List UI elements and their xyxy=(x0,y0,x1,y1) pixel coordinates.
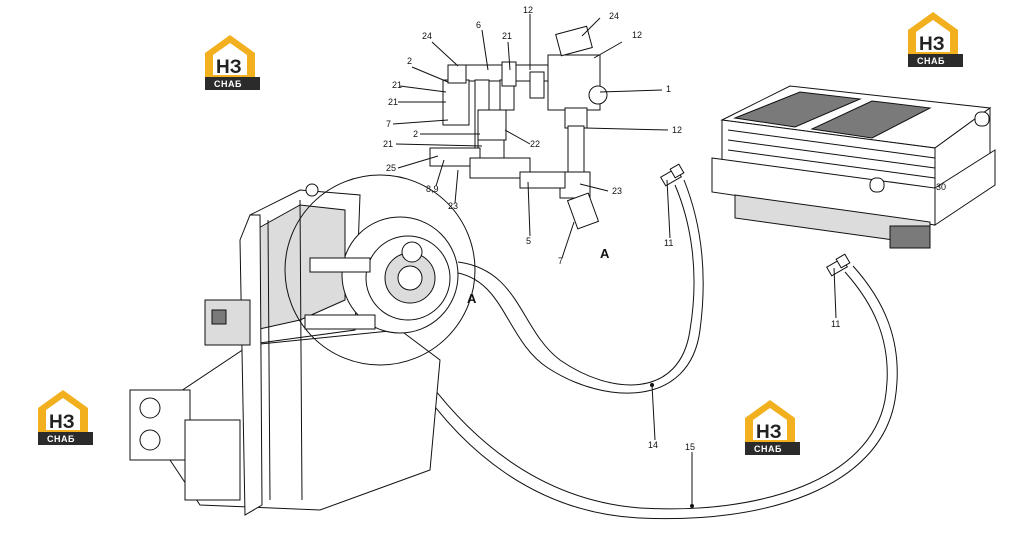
pipe-assembly xyxy=(429,25,608,230)
callout-label: 7 xyxy=(558,256,563,266)
logo-main-text: НЗ xyxy=(49,412,75,433)
logo-main-text: НЗ xyxy=(216,57,242,78)
fitting-11-upper xyxy=(660,163,685,187)
callout-label: 30 xyxy=(936,182,946,192)
callout-label: 1 xyxy=(666,84,671,94)
logo-sub-text: СНАБ xyxy=(754,444,782,454)
brand-logo: НЗ СНАБ xyxy=(38,390,93,445)
oil-cooler xyxy=(711,85,996,249)
callout-dot-15 xyxy=(690,504,694,508)
callout-label: A xyxy=(467,291,477,306)
callout-label: 5 xyxy=(526,236,531,246)
callout-label: 2 xyxy=(407,56,412,66)
callout-label: 21 xyxy=(383,139,393,149)
brand-logo: НЗ СНАБ xyxy=(745,400,800,455)
callout-label: 8,9 xyxy=(426,184,439,194)
callout-label: 22 xyxy=(530,139,540,149)
logo-sub-text: СНАБ xyxy=(917,56,945,66)
callout-label: 21 xyxy=(388,97,398,107)
callout-label: 23 xyxy=(612,186,622,196)
callout-dot-14 xyxy=(650,383,654,387)
callout-label: 21 xyxy=(502,31,512,41)
fitting-11-lower xyxy=(826,253,851,277)
callout-label: A xyxy=(600,246,610,261)
brand-logo: НЗ СНАБ xyxy=(205,35,260,90)
callout-label: 23 xyxy=(448,201,458,211)
callout-label: 12 xyxy=(672,125,682,135)
callout-label: 25 xyxy=(386,163,396,173)
callout-label: 24 xyxy=(422,31,432,41)
callout-label: 11 xyxy=(831,319,840,329)
leader-lines xyxy=(392,14,837,508)
callout-label: 14 xyxy=(648,440,658,450)
logo-main-text: НЗ xyxy=(756,422,782,443)
logo-sub-text: СНАБ xyxy=(47,434,75,444)
logo-main-text: НЗ xyxy=(919,34,945,55)
hose-14 xyxy=(451,179,704,394)
callout-label: 6 xyxy=(476,20,481,30)
callout-label: 21 xyxy=(392,80,402,90)
callout-label: 15 xyxy=(685,442,695,452)
brand-logo: НЗ СНАБ xyxy=(908,12,963,67)
callout-label: 12 xyxy=(632,30,642,40)
logo-sub-text: СНАБ xyxy=(214,79,242,89)
callout-label: 11 xyxy=(664,238,673,248)
callout-label: 7 xyxy=(386,119,391,129)
callout-label: 2 xyxy=(413,129,418,139)
hose-15 xyxy=(413,265,898,520)
callout-labels: 12 24 6 21 24 12 2 1 21 21 7 12 2 22 21 … xyxy=(383,5,946,452)
transmission xyxy=(129,183,459,516)
callout-label: 12 xyxy=(523,5,533,15)
detail-circle-a xyxy=(284,174,476,366)
callout-label: 24 xyxy=(609,11,619,21)
